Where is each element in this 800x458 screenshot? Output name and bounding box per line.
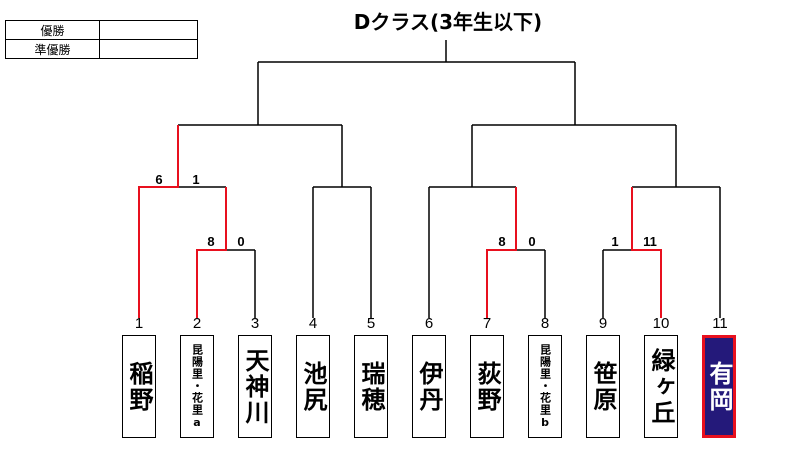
team-box: 伊丹 bbox=[412, 335, 446, 438]
results-table: 優勝 準優勝 bbox=[5, 20, 198, 59]
team-box: 緑ヶ丘 bbox=[644, 335, 678, 438]
score-label: 6 bbox=[155, 172, 163, 187]
score-label: 0 bbox=[237, 234, 245, 249]
runner-up-label: 準優勝 bbox=[5, 39, 100, 59]
seed-number: 11 bbox=[712, 315, 728, 332]
score-label: 8 bbox=[207, 234, 215, 249]
runner-up-value bbox=[99, 39, 198, 59]
winner-path-1 bbox=[138, 125, 179, 318]
winner-path-7 bbox=[486, 187, 517, 318]
seed-number: 3 bbox=[250, 315, 260, 332]
seed-number: 5 bbox=[366, 315, 376, 332]
team-name: 笹原 bbox=[589, 360, 617, 413]
team-box: 昆陽里・花里b bbox=[528, 335, 562, 438]
score-label: 0 bbox=[528, 234, 536, 249]
score-label: 1 bbox=[611, 234, 619, 249]
winner-path-2 bbox=[196, 187, 227, 318]
team-name: 瑞穂 bbox=[357, 360, 385, 413]
team-box: 稲野 bbox=[122, 335, 156, 438]
seed-number: 6 bbox=[424, 315, 434, 332]
seed-number: 7 bbox=[482, 315, 492, 332]
winner-path-10 bbox=[631, 187, 662, 318]
team-name: 稲野 bbox=[125, 360, 153, 413]
team-box: 笹原 bbox=[586, 335, 620, 438]
team-box: 池尻 bbox=[296, 335, 330, 438]
team-box: 昆陽里・花里a bbox=[180, 335, 214, 438]
team-box: 天神川 bbox=[238, 335, 272, 438]
team-name: 天神川 bbox=[241, 347, 269, 426]
team-box: 瑞穂 bbox=[354, 335, 388, 438]
seed-number: 4 bbox=[308, 315, 318, 332]
seed-number: 1 bbox=[134, 315, 144, 332]
score-label: 1 bbox=[192, 172, 200, 187]
seed-number: 8 bbox=[540, 315, 550, 332]
bracket-title: Dクラス(3年生以下) bbox=[353, 10, 543, 34]
team-box: 荻野 bbox=[470, 335, 504, 438]
seed-number: 10 bbox=[652, 315, 670, 332]
team-box-highlighted: 有岡 bbox=[702, 335, 736, 438]
score-label: 8 bbox=[498, 234, 506, 249]
team-name: 伊丹 bbox=[415, 360, 443, 413]
runner-up-row: 準優勝 bbox=[5, 39, 198, 59]
score-label: 11 bbox=[643, 234, 657, 249]
team-name: 有岡 bbox=[705, 360, 733, 413]
team-name: 緑ヶ丘 bbox=[647, 347, 675, 426]
team-name: 昆陽里・花里a bbox=[190, 343, 204, 430]
seed-number: 9 bbox=[598, 315, 608, 332]
team-name: 荻野 bbox=[473, 360, 501, 413]
team-name: 昆陽里・花里b bbox=[538, 343, 552, 430]
seed-number: 2 bbox=[192, 315, 202, 332]
team-name: 池尻 bbox=[299, 360, 327, 413]
